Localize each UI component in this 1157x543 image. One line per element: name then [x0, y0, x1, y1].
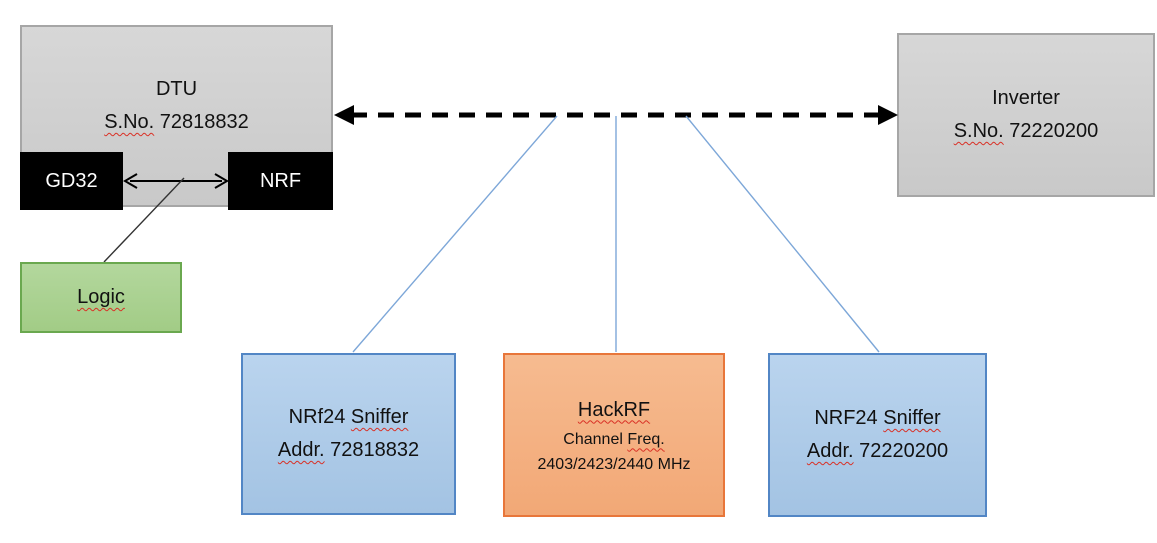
hackrf-frequencies: 2403/2423/2440 MHz — [537, 455, 691, 473]
logic-box: Logic — [20, 262, 182, 333]
gd32-label: GD32 — [45, 169, 98, 192]
logic-label: Logic — [77, 286, 125, 308]
hackrf-box: HackRF Channel Freq. 2403/2423/2440 MHz — [503, 353, 725, 517]
sniffer-right-title: NRF24 Sniffer — [814, 402, 940, 435]
dtu-title: DTU — [155, 78, 198, 100]
sniffer-left-title: NRf24 Sniffer — [289, 401, 409, 434]
sniffer-left-addr-label: Addr. — [277, 439, 325, 461]
inverter-serial: S.No. 72220200 — [954, 115, 1099, 148]
sniffer-left-address: Addr. 72818832 — [278, 434, 419, 467]
sniffer-right-box: NRF24 Sniffer Addr. 72220200 — [768, 353, 987, 517]
sniffer-right-address: Addr. 72220200 — [807, 435, 948, 468]
dtu-serial: S.No. 72818832 — [104, 106, 249, 139]
tap-line-sniffer-right — [685, 115, 880, 353]
hackrf-channel-line: Channel Freq. — [563, 427, 664, 452]
sniffer-right-addr-label: Addr. — [806, 440, 854, 462]
dtu-serial-value: 72818832 — [159, 111, 249, 133]
arrowhead-right-icon — [878, 105, 898, 125]
nrf-label: NRF — [259, 169, 302, 192]
tap-line-sniffer-left — [352, 115, 558, 353]
sniffer-left-word: Sniffer — [350, 406, 409, 428]
sniffer-left-model: NRf24 — [288, 406, 346, 428]
inverter-box: Inverter S.No. 72220200 — [897, 33, 1155, 197]
sniffer-right-model: NRF24 — [814, 407, 878, 429]
arrowhead-left-icon — [334, 105, 354, 125]
dtu-serial-label: S.No. — [104, 111, 155, 133]
sniffer-right-addr-value: 72220200 — [859, 440, 949, 462]
hackrf-channel-label: Channel — [563, 430, 623, 448]
sniffer-right-word: Sniffer — [883, 407, 941, 429]
inverter-serial-label: S.No. — [953, 120, 1004, 142]
sniffer-left-addr-value: 72818832 — [330, 439, 420, 461]
rf-link-dashed-arrow — [334, 105, 898, 125]
hackrf-freq-label: Freq. — [627, 430, 665, 448]
hackrf-title: HackRF — [577, 398, 651, 421]
inverter-serial-value: 72220200 — [1009, 120, 1099, 142]
gd32-chip-box: GD32 — [20, 152, 123, 210]
sniffer-left-box: NRf24 Sniffer Addr. 72818832 — [241, 353, 456, 515]
inverter-title: Inverter — [992, 87, 1060, 109]
nrf-chip-box: NRF — [228, 152, 333, 210]
